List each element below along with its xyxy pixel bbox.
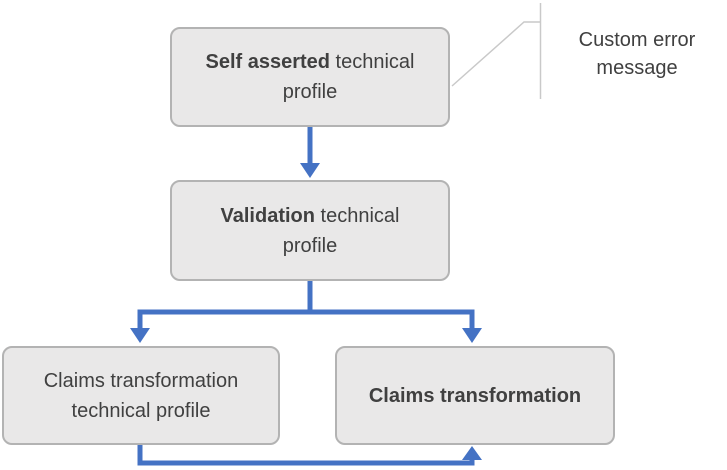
node-label: Validation technical profile — [192, 201, 428, 261]
node-self-asserted-technical-profile: Self asserted technical profile — [170, 27, 450, 127]
node-label-rest: Claims transformation technical profile — [43, 369, 239, 422]
arrow-claims-tp-to-claims — [137, 445, 482, 466]
node-label: Claims transformation technical profile — [24, 366, 258, 426]
node-label: Claims transformation — [369, 381, 581, 411]
callout-custom-error-message: Custom error message — [578, 29, 696, 79]
node-label-rest: technical profile — [282, 51, 415, 103]
node-label-rest: technical profile — [282, 204, 400, 257]
arrow-self-asserted-to-validation — [300, 127, 320, 178]
node-label-bold: Claims transformation — [368, 384, 582, 407]
arrow-validation-to-claims-boxes — [130, 281, 482, 343]
node-claims-transformation-technical-profile: Claims transformation technical profile — [2, 346, 280, 445]
callout-leader-line — [451, 3, 542, 99]
node-claims-transformation: Claims transformation — [335, 346, 615, 445]
node-label: Self asserted technical profile — [192, 47, 428, 107]
node-label-bold: Self asserted — [205, 51, 330, 73]
node-validation-technical-profile: Validation technical profile — [170, 180, 450, 281]
node-label-bold: Validation — [220, 204, 315, 227]
